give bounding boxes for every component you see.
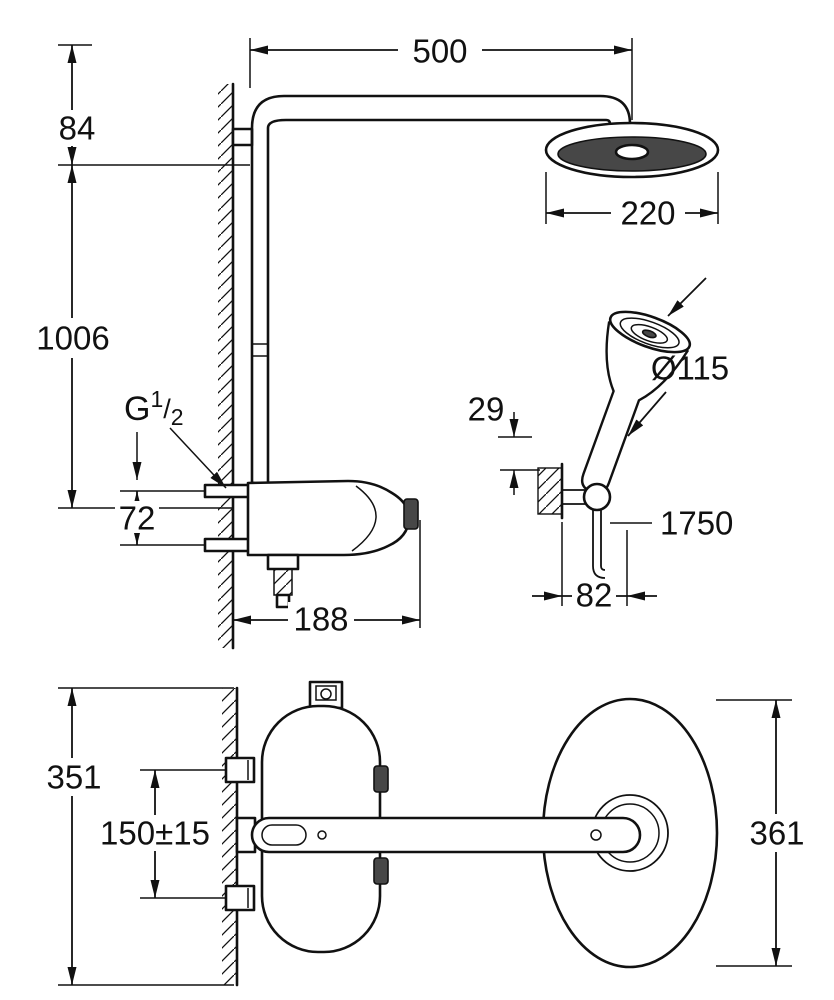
wall-section-side: [218, 82, 235, 650]
body-button-top: [373, 765, 389, 793]
dim-500: 500: [249, 32, 633, 120]
dim-361-label: 361: [749, 815, 804, 852]
control-knob: [403, 498, 419, 530]
riser-pipe-and-arm: [250, 94, 632, 484]
dim-1006-label: 1006: [36, 320, 109, 357]
side-view: 500 84 1006 220 G1/2: [30, 32, 733, 650]
shower-hose: [592, 510, 606, 579]
dim-g-thread: G1/2: [124, 386, 227, 489]
dim-72: 72: [115, 490, 205, 546]
dim-500-label: 500: [412, 33, 467, 70]
dim-188-label: 188: [293, 601, 348, 638]
dim-29: 29: [468, 391, 540, 495]
mounting-foot-top: [224, 756, 256, 784]
overhead-shower-head: [544, 121, 720, 179]
dim-150: 150±15: [96, 769, 226, 899]
dim-g-thread-label: G1/2: [124, 386, 184, 430]
body-button-bottom: [373, 857, 389, 885]
top-view: 351 150±15 361: [36, 680, 816, 987]
dim-1006: 1006: [30, 165, 232, 509]
dim-150-label: 150±15: [100, 815, 210, 852]
dim-82: 82: [532, 522, 657, 614]
dim-84: 84: [52, 44, 250, 166]
riser-fitting-top: [308, 680, 344, 710]
holder-knob: [582, 482, 612, 512]
outlet-fitting: [266, 553, 300, 609]
shower-arm: [250, 94, 632, 484]
dim-361: 361: [716, 699, 816, 967]
hand-shower-holder: [537, 462, 612, 520]
dim-84-label: 84: [59, 110, 96, 147]
dim-188: 188: [233, 520, 421, 638]
dim-29-label: 29: [468, 391, 505, 428]
dim-220-label: 220: [620, 195, 675, 232]
dim-72-label: 72: [119, 500, 156, 537]
dim-dia-115: Ø115: [627, 277, 729, 437]
wall-section-top: [222, 686, 239, 987]
hand-shower: [580, 310, 692, 494]
mounting-foot-bottom: [224, 884, 256, 912]
dim-1750: 1750: [610, 505, 733, 542]
dim-220: 220: [545, 172, 719, 232]
dim-351-label: 351: [46, 759, 101, 796]
thermostat-body-side: [246, 479, 419, 557]
diverter-detail: [261, 824, 307, 846]
wall-section-holder: [537, 467, 563, 515]
dim-1750-label: 1750: [660, 505, 733, 542]
shower-arm-top: [250, 816, 642, 854]
dim-351: 351: [36, 687, 234, 986]
dim-dia-115-label: Ø115: [651, 350, 729, 387]
wall-bracket: [231, 127, 254, 147]
dim-82-label: 82: [576, 577, 613, 614]
